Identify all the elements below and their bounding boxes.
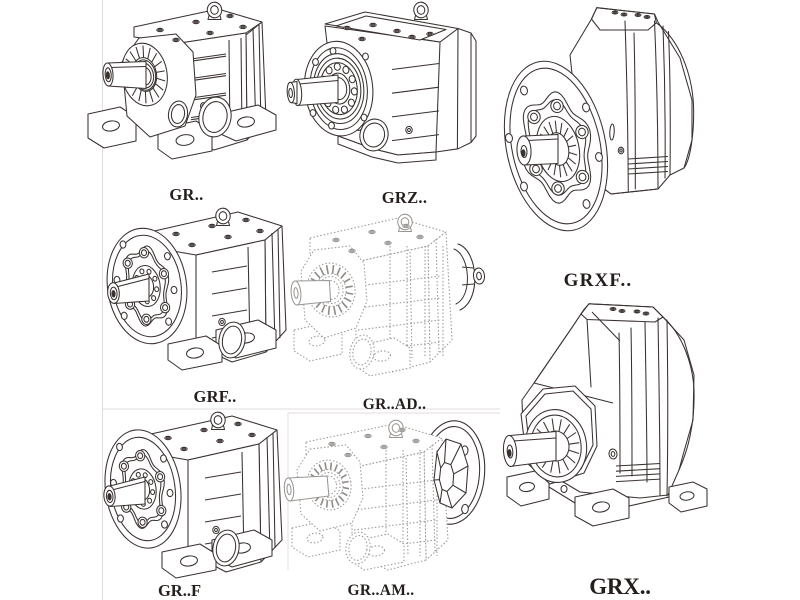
svg-text:GR..F: GR..F (158, 581, 201, 600)
svg-text:GRXF..: GRXF.. (564, 270, 633, 291)
svg-text:GRX..: GRX.. (589, 574, 651, 599)
svg-text:GR..: GR.. (169, 185, 203, 204)
svg-text:GR..AD..: GR..AD.. (363, 396, 427, 413)
svg-text:GRF..: GRF.. (193, 387, 236, 406)
svg-text:GR..AM..: GR..AM.. (348, 582, 415, 599)
svg-text:GRZ..: GRZ.. (382, 188, 428, 207)
